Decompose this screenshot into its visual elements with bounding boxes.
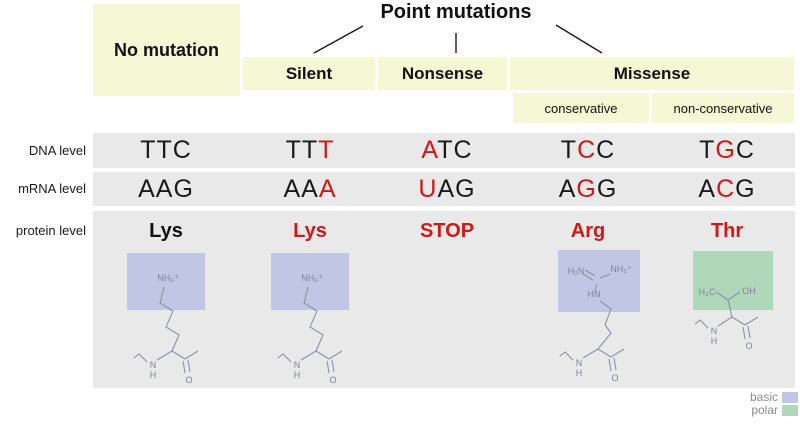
polar-highlight-box [693,251,773,310]
basic-highlight-box [127,253,205,310]
codon-letter: A [155,175,174,203]
codon-letter: U [418,175,438,203]
codon-letter: C [172,136,192,164]
line-to-missense [555,24,603,54]
h2n-group-label: H₂N [568,266,585,276]
codon-letter: G [715,136,736,164]
line-to-silent [313,25,364,54]
codon-letter: A [698,175,717,203]
codon-letter: G [735,175,756,203]
header-silent: Silent [243,57,375,90]
nh2-group-label: NH₂⁺ [610,264,631,274]
legend-label-basic: basic [749,390,778,404]
row-label-dna: DNA level [28,143,86,158]
protein-name-no-mutation: Lys [149,220,183,242]
codon-letter: A [558,175,577,203]
codon-dna-nonsense: ATC [387,133,507,168]
backbone-h-label: H [294,370,301,380]
legend-item-basic: basic [750,391,798,403]
protein-name-missense-conservative: Arg [570,220,606,242]
amine-group-label: NH₃⁺ [157,273,179,283]
codon-letter: G [596,175,618,203]
backbone-n-label: N [711,326,718,336]
codon-letter: A [283,175,302,203]
backbone-h-label: H [576,368,583,378]
codon-letter: C [716,175,736,203]
codon-letter: C [735,136,755,164]
protein-name-missense-non-conservative: Thr [710,220,744,242]
header-missense: Missense [510,57,794,90]
backbone-n-label: N [576,358,583,368]
codon-letter: A [318,175,337,203]
codon-letter: T [318,136,335,164]
codon-mrna-nonsense: UAG [387,172,507,206]
header-non-conservative: non-conservative [652,93,794,123]
codon-letter: A [301,175,319,203]
header-no-mutation: No mutation [93,4,240,96]
codon-mrna-no-mutation: AAG [106,172,226,206]
row-label-mrna: mRNA level [18,181,86,196]
codon-dna-no-mutation: TTC [106,133,226,168]
hn-group-label: HN [588,289,601,299]
codon-letter: T [156,136,173,164]
codon-letter: C [577,136,597,164]
codon-letter: C [596,136,616,164]
codon-dna-missense-conservative: TCC [528,133,648,168]
codon-letter: T [301,136,319,164]
protein-name-nonsense: STOP [419,220,475,242]
threonine-structure: H₃C OH N H O [693,251,773,351]
carbonyl-o-label: O [611,373,618,383]
legend-label-polar: polar [751,403,778,417]
carbonyl-o-label: O [185,375,192,385]
header-nonsense: Nonsense [378,57,507,90]
codon-dna-missense-non-conservative: TGC [667,133,787,168]
legend-swatch-polar [782,404,798,416]
basic-highlight-box [271,253,349,310]
codon-letter: T [285,136,302,164]
backbone-n-label: N [150,360,157,370]
oh-group-label: OH [742,286,756,296]
codon-mrna-missense-conservative: AGG [528,172,648,206]
protein-name-silent: Lys [293,220,327,242]
codon-letter: A [421,136,438,164]
backbone-n-label: N [294,360,301,370]
lysine-structure-2: NH₃⁺ N H O [271,253,349,385]
lysine-structure-1: NH₃⁺ N H O [127,253,205,385]
codon-letter: T [437,136,454,164]
carbonyl-o-label: O [329,375,336,385]
codon-letter: T [699,136,716,164]
h3c-group-label: H₃C [699,287,716,297]
diagram-title: Point mutations [380,1,532,23]
arginine-structure: H₂N NH₂⁺ HN N H O [558,250,640,383]
codon-letter: C [453,136,473,164]
codon-letter: T [560,136,578,164]
basic-highlight-box [558,250,640,312]
legend: basic polar [750,391,798,416]
carbonyl-o-label: O [745,341,752,351]
header-conservative: conservative [513,93,649,123]
backbone-h-label: H [711,336,718,346]
codon-dna-silent: TTT [250,133,370,168]
backbone-h-label: H [150,370,157,380]
codon-letter: G [455,175,476,203]
codon-letter: G [576,175,597,203]
row-label-protein: protein level [15,223,86,238]
codon-letter: G [173,175,194,203]
codon-mrna-missense-non-conservative: ACG [667,172,787,206]
codon-letter: T [140,136,157,164]
legend-swatch-basic [782,391,798,403]
codon-letter: A [437,175,456,203]
connector-lines [313,24,603,54]
codon-letter: A [138,175,156,203]
legend-item-polar: polar [751,404,798,416]
codon-mrna-silent: AAA [250,172,370,206]
amine-group-label: NH₃⁺ [301,273,323,283]
protein-level-row: Lys Lys STOP Arg Thr NH₃⁺ N H O NH₃⁺ N H [93,211,795,388]
